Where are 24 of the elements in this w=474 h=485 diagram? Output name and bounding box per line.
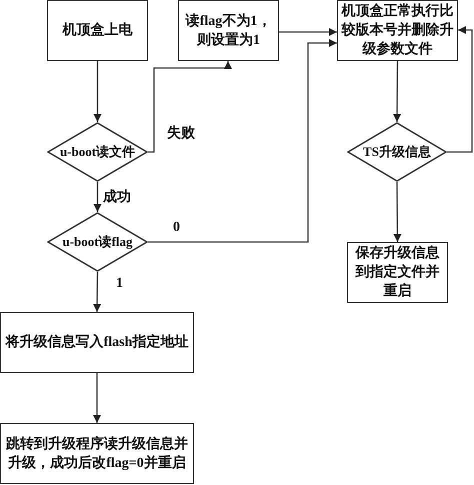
- decision-diamond: [47, 212, 148, 272]
- arrow: [393, 61, 402, 122]
- process-box: 机顶盒正常执行比较版本号并删除升级参数文件: [337, 0, 458, 61]
- decision-text: u-boot读文件: [58, 144, 136, 160]
- process-box: 跳转到升级程序读升级信息并升级，成功后改flag=0并重启: [0, 423, 194, 484]
- arrow: [93, 272, 102, 312]
- arrow: [447, 26, 473, 153]
- decision-diamond: [347, 122, 447, 182]
- decision-text: u-boot读flag: [61, 234, 134, 250]
- process-box: 机顶盒上电: [47, 0, 148, 61]
- arrow: [148, 61, 232, 153]
- decision-diamond: [47, 122, 148, 182]
- process-box: 保存升级信息到指定文件并重启: [347, 242, 448, 303]
- process-box: 将升级信息写入flash指定地址: [0, 312, 194, 373]
- arrow: [393, 182, 402, 242]
- decision-text: TS升级信息: [362, 144, 432, 160]
- arrow: [148, 39, 337, 243]
- edge-label: 成功: [102, 190, 132, 206]
- process-box: 读flag不为1，则设置为1: [178, 0, 279, 61]
- arrow: [94, 182, 102, 212]
- arrow: [279, 28, 337, 36]
- edge-label: 失败: [166, 126, 196, 142]
- arrow: [93, 373, 101, 423]
- arrow: [94, 61, 102, 122]
